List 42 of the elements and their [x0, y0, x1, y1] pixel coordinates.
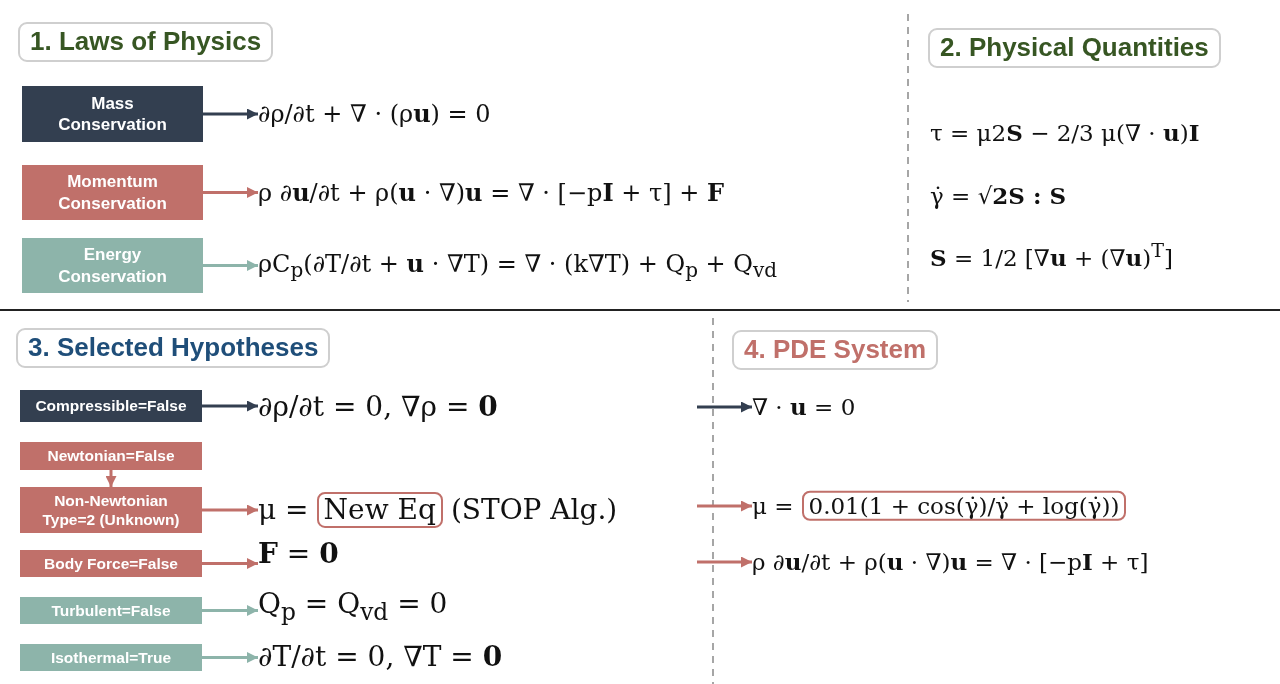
- arrow: [203, 108, 258, 120]
- highlighted-term: New Eq: [316, 491, 443, 529]
- equation-part: (STOP Alg.): [450, 493, 618, 527]
- arrow: [697, 556, 752, 568]
- arrow: [202, 400, 258, 412]
- arrow: [202, 605, 258, 616]
- equation: ρ ∂u/∂t + ρ(u · ∇)u = ∇ · [−pI + τ]: [752, 548, 1149, 576]
- arrow: [202, 652, 258, 663]
- highlighted-term: 0.01(1 + cos(γ̇)/γ̇ + log(γ̇)): [801, 490, 1127, 522]
- equation: ∂T/∂t = 0, ∇T = 0: [258, 640, 503, 674]
- hypothesis-box: Body Force=False: [20, 550, 202, 577]
- equation-part: μ =: [258, 493, 309, 527]
- arrow: [105, 470, 117, 487]
- hypothesis-box: Isothermal=True: [20, 644, 202, 671]
- equation: ∂ρ/∂t = 0, ∇ρ = 0: [258, 390, 498, 424]
- arrow: [202, 504, 258, 516]
- section-heading-box: 3. Selected Hypotheses: [16, 328, 331, 368]
- section-heading-box: 2. Physical Quantities: [928, 28, 1221, 68]
- section-heading-box: 1. Laws of Physics: [18, 22, 274, 62]
- equation: τ = μ2S − 2/3 μ(∇ · u)I: [930, 119, 1200, 147]
- equation: γ̇ = √2S : S: [930, 182, 1067, 210]
- hypothesis-box: Newtonian=False: [20, 442, 202, 470]
- equation: ∇ · u = 0: [752, 393, 856, 421]
- equation: ∂ρ/∂t + ∇ · (ρu) = 0: [258, 99, 491, 129]
- equation: Q$_{p}$ = Q$_{vd}$ = 0: [258, 588, 448, 626]
- arrow: [202, 558, 258, 569]
- arrow: [697, 401, 752, 413]
- equation-part: μ =: [752, 492, 794, 520]
- law-box: Energy Conservation: [22, 238, 203, 293]
- law-box: Mass Conservation: [22, 86, 203, 142]
- hypothesis-box: Compressible=False: [20, 390, 202, 422]
- hypothesis-box: Non-Newtonian Type=2 (Unknown): [20, 487, 202, 533]
- equation: ρ ∂u/∂t + ρ(u · ∇)u = ∇ · [−pI + τ] + F: [258, 178, 725, 208]
- equation: ρC$_{p}$(∂T/∂t + u · ∇T) = ∇ · (k∇T) + Q$_{p}$ + Q$_{vd}$: [258, 249, 778, 283]
- arrow: [203, 187, 258, 198]
- equation: F = 0: [258, 537, 339, 571]
- section-heading-box: 4. PDE System: [732, 330, 939, 370]
- arrow: [697, 500, 752, 512]
- arrow: [203, 260, 258, 271]
- law-box: Momentum Conservation: [22, 165, 203, 220]
- equation: S = 1/2 [∇u + (∇u)$^{T}$]: [930, 240, 1174, 272]
- hypothesis-box: Turbulent=False: [20, 597, 202, 624]
